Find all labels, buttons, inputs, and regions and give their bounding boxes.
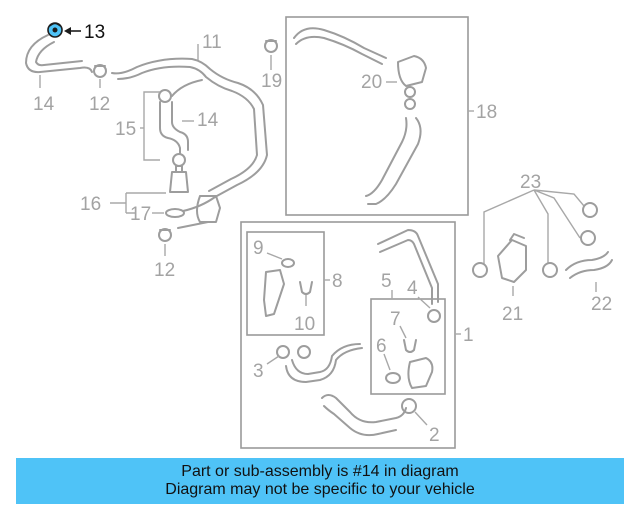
connector-flange-icon (196, 195, 221, 223)
seal-9-icon (281, 258, 295, 268)
callout-5[interactable]: 5 (381, 271, 392, 292)
callout-7[interactable]: 7 (390, 309, 401, 330)
pipe-11-inner (117, 65, 258, 192)
clamp-21-icon (404, 86, 416, 110)
clamp-4-icon (427, 309, 441, 323)
clamp-24-b-icon (580, 230, 596, 246)
clamp-12-upper-icon (93, 64, 107, 78)
clamp-3-icon (276, 345, 311, 359)
arrowhead-14 (64, 27, 71, 35)
hose-19-icon (293, 27, 387, 65)
callout-1[interactable]: 1 (463, 325, 474, 346)
valve-22-icon (497, 233, 527, 283)
bracket-24 (483, 189, 585, 264)
leader-3 (266, 355, 280, 365)
pipe-11-icon (111, 57, 268, 212)
hose-2-icon (321, 394, 407, 437)
callout-6[interactable]: 6 (376, 336, 387, 357)
bracket-16 (143, 91, 160, 161)
clamp-14-icon[interactable] (47, 22, 63, 38)
clamp-2-icon (401, 398, 417, 414)
clamp-24-d-icon (542, 262, 558, 278)
callout-15[interactable]: 14 (197, 110, 219, 131)
callout-12-upper[interactable]: 12 (89, 94, 110, 115)
callout-18[interactable]: 17 (130, 204, 151, 225)
banner-line-1: Part or sub-assembly is #14 in diagram (181, 463, 459, 480)
callout-19[interactable]: 18 (476, 102, 497, 123)
pipe-1-icon (377, 229, 439, 305)
clamp-20-icon (264, 39, 278, 53)
leader-6 (383, 353, 391, 371)
callout-24[interactable]: 23 (520, 172, 541, 193)
group-box-5 (370, 298, 446, 395)
callout-20[interactable]: 19 (261, 71, 282, 92)
clamp-16-top-icon (158, 89, 172, 103)
bracket-17 (110, 192, 166, 214)
leader-4 (417, 296, 431, 309)
callout-12-lower[interactable]: 12 (154, 260, 175, 281)
callout-16[interactable]: 15 (115, 119, 136, 140)
hose-13-icon (25, 34, 93, 74)
banner-line-2: Diagram may not be specific to your vehi… (165, 481, 475, 498)
clamp-12-lower-icon (158, 228, 172, 242)
pipe-11-branch (171, 79, 203, 97)
callout-10[interactable]: 10 (294, 314, 315, 335)
hose-13-inner (35, 41, 83, 67)
callout-11[interactable]: 11 (202, 32, 222, 53)
info-banner: Part or sub-assembly is #14 in diagram D… (16, 458, 624, 504)
valve-21-icon (397, 55, 427, 87)
clip-10-icon (299, 281, 313, 295)
leader-9 (266, 252, 283, 260)
callout-23[interactable]: 22 (591, 294, 612, 315)
callout-14[interactable]: 13 (84, 22, 105, 43)
group-box-8 (246, 231, 325, 336)
callout-8[interactable]: 8 (332, 271, 343, 292)
callout-17[interactable]: 16 (80, 194, 101, 215)
callout-2[interactable]: 2 (429, 425, 440, 446)
leader-2 (414, 411, 428, 426)
clamp-16-bottom-icon (172, 153, 186, 167)
seal-18-icon (165, 208, 185, 218)
group-box-19 (285, 16, 469, 216)
connector-5-icon (407, 357, 434, 389)
callout-3[interactable]: 3 (253, 361, 264, 382)
leader-7 (399, 325, 407, 339)
hose-3-icon (285, 343, 363, 383)
pipe-11-end (177, 221, 209, 229)
callout-4[interactable]: 4 (407, 278, 418, 299)
clip-7-icon (403, 339, 417, 353)
connector-8-icon (263, 269, 285, 317)
housing-17-icon (169, 165, 189, 193)
group-box-1 (240, 221, 456, 449)
clamp-24-a-icon (582, 202, 598, 218)
seal-6-icon (385, 372, 401, 384)
callout-21[interactable]: 20 (361, 72, 382, 93)
callout-9[interactable]: 9 (253, 238, 264, 259)
callout-13[interactable]: 14 (33, 94, 55, 115)
callout-22[interactable]: 21 (502, 304, 523, 325)
hose-19-lower-icon (365, 117, 422, 205)
hose-15-icon (159, 101, 189, 155)
hose-23-icon (565, 251, 613, 279)
clamp-24-c-icon (472, 262, 488, 278)
